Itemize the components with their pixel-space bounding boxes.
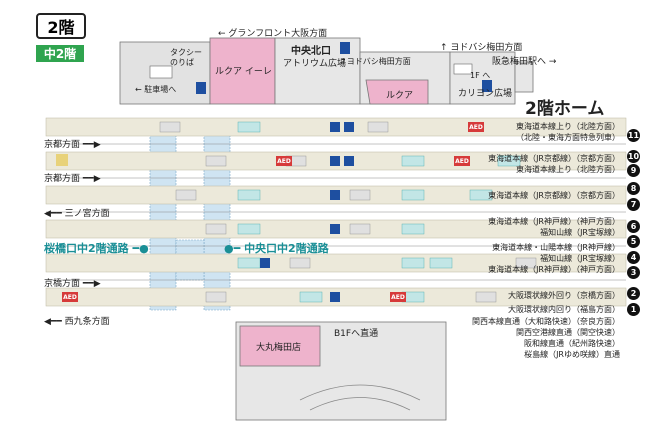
platform-number-2: 2 [627,287,640,300]
platform-number-3: 3 [627,266,640,279]
lucua-label: ルクア [386,91,414,101]
carillon-label: カリヨン広場 [458,89,513,99]
kyobashi-direction: 京橋方面 ━━▶ [44,279,101,289]
kyoto-direction-1: 京都方面 ━━▶ [44,140,101,150]
central-north-label: 中央北口 [291,46,331,57]
sakurabashi-passage-label: 桜橋口中2階通路 ━● [44,242,149,255]
platform-3-4 [45,253,627,273]
platform-stairs [159,121,537,303]
kyoto-direction-2: 京都方面 ━━▶ [44,174,101,184]
lucua-block [365,79,429,105]
aed-icon: AED [390,292,406,302]
track-label-11b: （北陸・東海方面特急列車） [516,133,620,142]
sannomiya-direction: ◀━━ 三ノ宮方面 [44,209,110,219]
track-label-4: 福知山線（JR宝塚線） [540,254,620,263]
track-label-1b: 関西本線直通（大和路快速）（奈良方面） [472,317,620,326]
track-label-1e: 桜島線（JRゆめ咲線）直通 [524,350,620,359]
track-label-10: 東海道本線（JR京都線）（京都方面） [488,154,620,163]
track-label-9: 東海道本線上り（北陸方面） [516,165,620,174]
platform-number-11: 11 [627,129,640,142]
taxi-label: タクシー のりば [170,48,202,67]
floor1-label: 1F へ [470,71,491,80]
mezzanine-passages [149,121,231,311]
daimaru-label: 大丸梅田店 [256,343,302,353]
track-label-1d: 阪和線直通（紀州路快速） [524,339,620,348]
upper-stairs [149,63,473,79]
b1f-label: B1Fへ直通 [334,329,379,339]
platform-number-10: 10 [627,150,640,163]
yodobashi-label-1: ↑ヨドバシ梅田方面 [340,57,411,66]
aed-icon: AED [62,292,78,302]
track-label-5: 東海道本線・山陽本線（JR神戸線） [492,243,620,252]
track-label-1c: 関西空港線直通（関空快速） [516,328,620,337]
lower-area [235,321,447,421]
central-passage-label: ●━ 中央口中2階通路 [224,242,329,255]
parking-label: ← 駐車場へ [135,85,177,94]
platform-number-5: 5 [627,235,640,248]
daimaru-block [239,325,321,367]
sakurabashi-passage [149,121,177,311]
track-label-1: 大阪環状線内回り（福島方面） [508,305,620,314]
mezzanine-tag: 中2階 [36,45,84,62]
upper-concourse [119,37,534,105]
platform-number-8: 8 [627,182,640,195]
track-label-2: 大阪環状線外回り（京橋方面） [508,291,620,300]
track-label-8: 東海道本線（JR京都線）（京都方面） [488,191,620,200]
track-label-3: 東海道本線（JR神戸線）（神戸方面） [488,265,620,274]
track-lines [46,143,626,281]
platform-number-4: 4 [627,251,640,264]
aed-icon: AED [454,156,470,166]
track-label-6: 東海道本線（JR神戸線）（神戸方面） [488,217,620,226]
highlight-marker [56,154,68,166]
platform-number-9: 9 [627,164,640,177]
aed-icon: AED [276,156,292,166]
hankyu-link [514,61,534,93]
carillon-area [449,51,516,105]
atrium-label: アトリウム広場 [283,59,347,69]
home-title: 2階ホーム [525,99,605,119]
platform-number-6: 6 [627,220,640,233]
track-label-11: 東海道本線上り（北陸方面） [516,122,620,131]
grand-front-label: ← グランフロント大阪方面 [218,29,328,39]
central-passage-col [203,121,231,311]
lucua-1100-block [209,37,276,105]
nishikujo-direction: ◀━━ 西九条方面 [44,317,110,327]
track-label-6b: 福知山線（JR宝塚線） [540,228,620,237]
aed-icon: AED [468,122,484,132]
floor-title: 2階 [36,13,86,39]
platform-number-7: 7 [627,198,640,211]
platform-number-1: 1 [627,303,640,316]
lucua-1100-label: ルクア イーレ [215,67,272,77]
hankyu-label: 阪急梅田駅へ → [492,57,557,67]
yodobashi-label-2: ↑ ヨドバシ梅田方面 [440,43,523,53]
